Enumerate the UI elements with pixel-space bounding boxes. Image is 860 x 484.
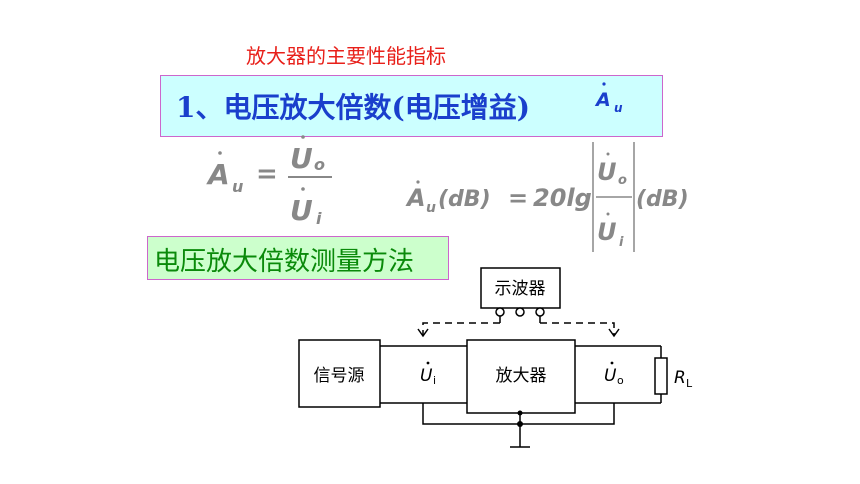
page-subtitle: 放大器的主要性能指标 bbox=[246, 44, 446, 68]
scope-probe-left bbox=[495, 307, 505, 317]
method-title: 电压放大倍数测量方法 bbox=[154, 247, 415, 277]
input-voltage-label: U bbox=[420, 366, 433, 386]
scope-probe-right bbox=[535, 307, 545, 317]
load-resistor-label: R bbox=[674, 368, 686, 388]
method-title-box bbox=[147, 236, 449, 280]
probe-line-input bbox=[422, 322, 500, 335]
svg-text:L: L bbox=[686, 377, 693, 390]
svg-text:u: u bbox=[232, 177, 243, 196]
svg-text:A: A bbox=[594, 89, 611, 111]
svg-text:U: U bbox=[290, 142, 313, 175]
svg-text:A: A bbox=[206, 158, 230, 191]
svg-text:U: U bbox=[290, 194, 313, 227]
svg-text:u: u bbox=[426, 200, 436, 216]
load-resistor bbox=[654, 357, 668, 395]
section-symbol: A u bbox=[594, 82, 623, 115]
svg-text:o: o bbox=[618, 173, 627, 188]
amplifier-box bbox=[466, 339, 576, 414]
amplifier-label: 放大器 bbox=[496, 366, 547, 386]
oscilloscope-box bbox=[480, 267, 561, 309]
svg-text:20lg: 20lg bbox=[533, 184, 592, 212]
formula-gain: A u = U o U i bbox=[206, 135, 332, 228]
section-title-box bbox=[160, 75, 663, 137]
svg-text:o: o bbox=[617, 374, 624, 387]
scope-probe-ground bbox=[515, 307, 525, 317]
svg-text:(dB): (dB) bbox=[636, 187, 689, 212]
svg-text:u: u bbox=[614, 101, 623, 115]
formula-gain-db: A u (dB) = 20lg U o U i (dB) bbox=[405, 142, 689, 252]
svg-text:i: i bbox=[619, 235, 624, 250]
probe-line-output bbox=[540, 322, 615, 335]
signal-source-label: 信号源 bbox=[314, 366, 365, 386]
section-title: 1、电压放大倍数(电压增益) bbox=[176, 91, 530, 124]
svg-text:i: i bbox=[433, 374, 436, 387]
svg-text:o: o bbox=[314, 155, 325, 174]
svg-text:=: = bbox=[256, 159, 278, 189]
svg-text:(dB): (dB) bbox=[438, 187, 491, 212]
svg-text:=: = bbox=[508, 184, 528, 212]
svg-text:U: U bbox=[597, 218, 617, 246]
output-voltage-label: U bbox=[604, 366, 617, 386]
signal-source-box bbox=[298, 339, 381, 408]
oscilloscope-label: 示波器 bbox=[495, 279, 546, 299]
svg-text:U: U bbox=[597, 158, 617, 186]
svg-text:A: A bbox=[405, 184, 426, 212]
svg-text:i: i bbox=[316, 209, 322, 228]
